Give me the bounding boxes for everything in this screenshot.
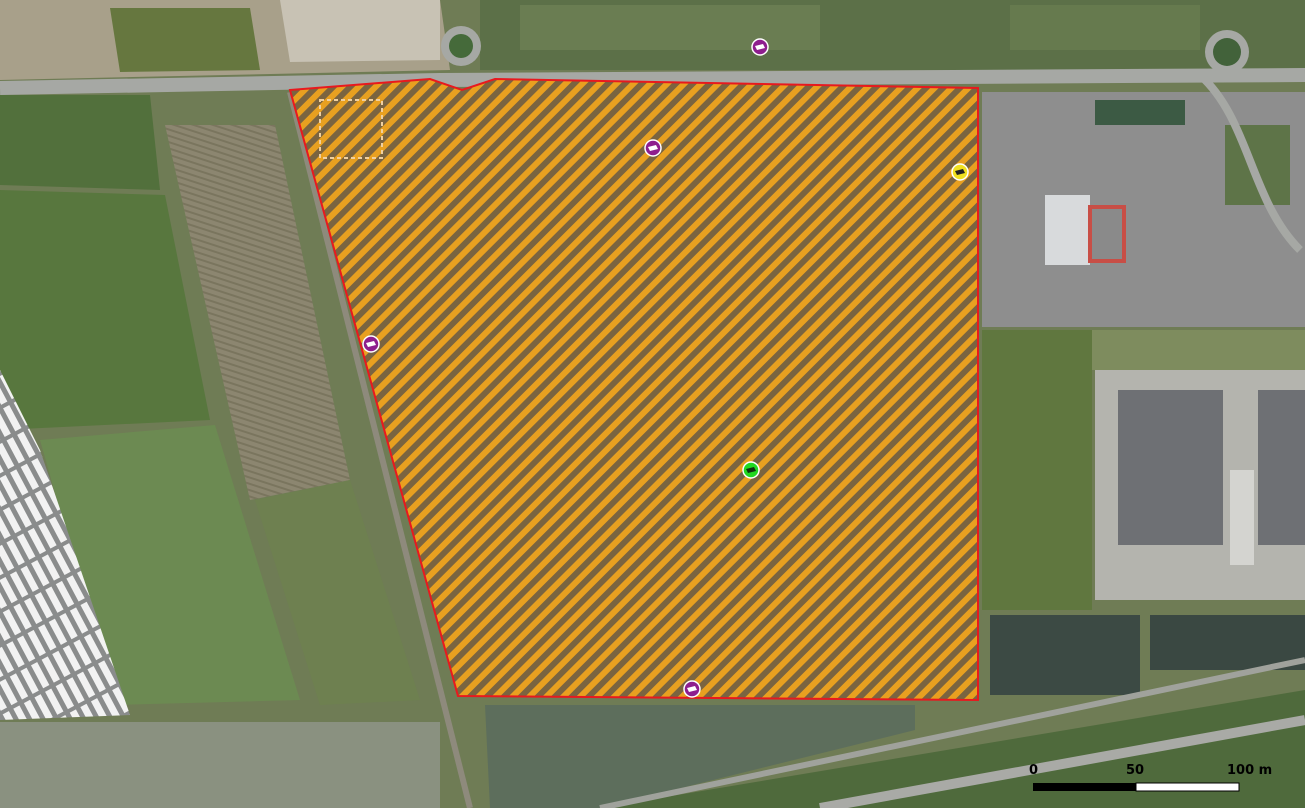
scale-label-50: 50 (1126, 763, 1144, 778)
camera-icon (955, 169, 965, 175)
parcel-area[interactable] (288, 77, 979, 702)
camera-icon (366, 341, 376, 347)
camera-icon (755, 44, 765, 50)
marker-purple-south[interactable] (683, 680, 701, 698)
marker-yellow-east[interactable] (951, 163, 969, 181)
scale-label-100: 100 m (1227, 763, 1272, 778)
scale-bar: 0 50 100 m (1029, 763, 1272, 792)
marker-purple-parcel-north[interactable] (644, 139, 662, 157)
camera-icon (648, 145, 658, 151)
camera-icon (746, 467, 756, 473)
camera-icon (687, 686, 697, 692)
marker-purple-west[interactable] (362, 335, 380, 353)
scale-bar-black (1033, 783, 1136, 791)
marker-purple-north-road[interactable] (751, 38, 769, 56)
scale-bar-white (1135, 782, 1240, 792)
parcel-inner-structure (319, 99, 383, 159)
marker-green-center[interactable] (742, 461, 760, 479)
scale-label-0: 0 (1029, 763, 1038, 778)
